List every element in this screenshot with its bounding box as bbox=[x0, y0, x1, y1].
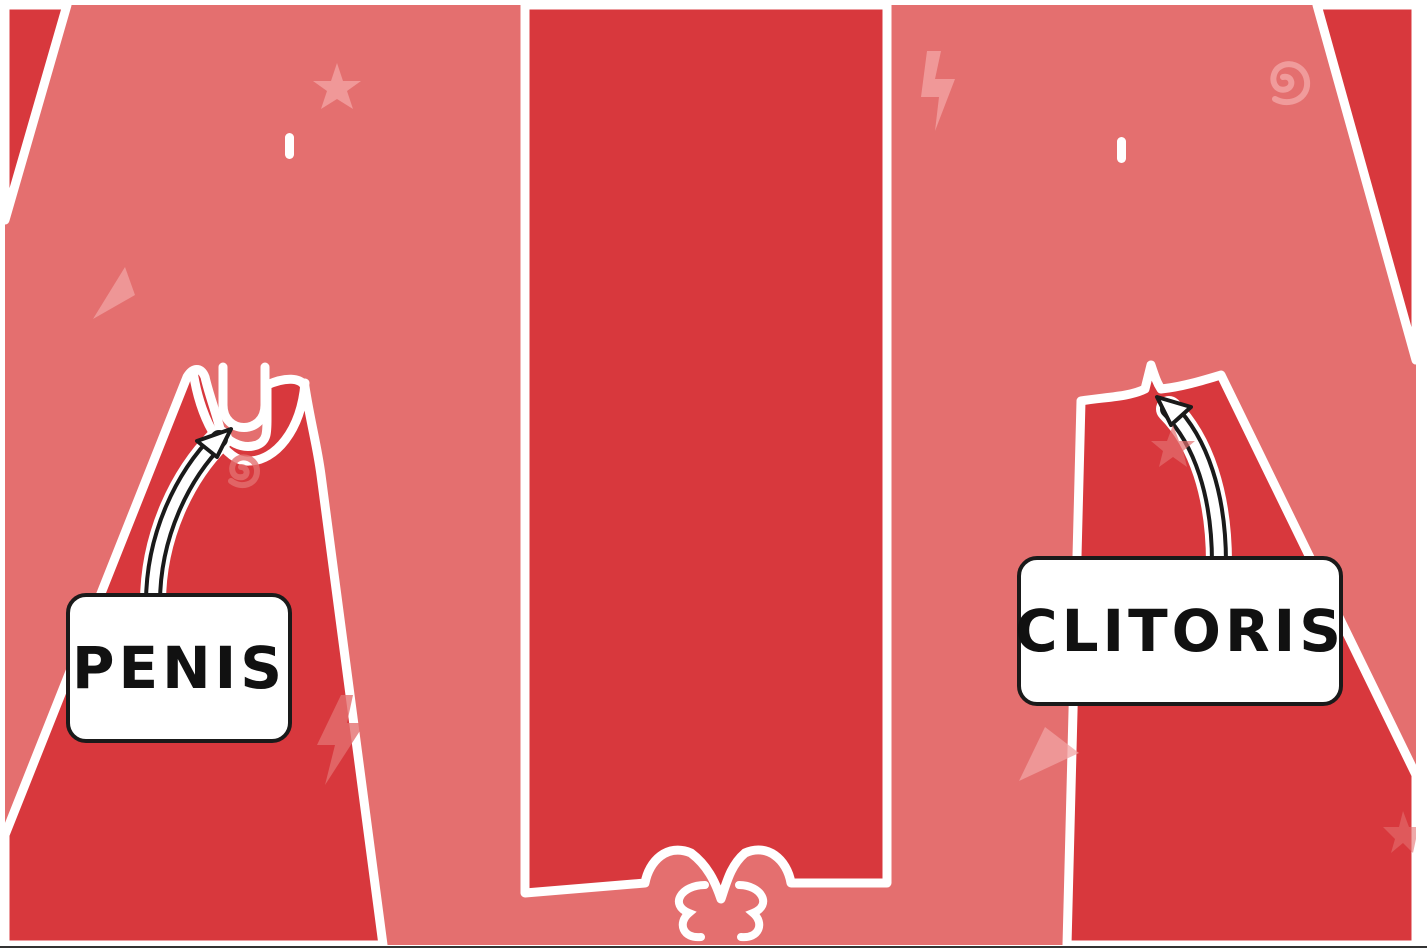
column-swirl-left bbox=[679, 885, 705, 937]
spiral-icon bbox=[1273, 64, 1307, 102]
star-icon bbox=[313, 63, 361, 109]
illustration-frame: PENIS CLITORIS bbox=[5, 5, 1416, 945]
glans-outline bbox=[223, 367, 265, 428]
penis-label: PENIS bbox=[66, 593, 292, 743]
bottom-divider bbox=[0, 946, 1427, 948]
column-swirl-right bbox=[739, 885, 763, 937]
right-edge-strip bbox=[1317, 5, 1416, 360]
dash-mark-right bbox=[1117, 137, 1126, 163]
lightning-icon bbox=[921, 51, 955, 131]
anatomy-illustration bbox=[5, 5, 1416, 945]
dash-mark-left bbox=[285, 133, 294, 159]
central-column bbox=[525, 5, 887, 899]
clitoris-label: CLITORIS bbox=[1017, 556, 1343, 706]
left-edge-strip bbox=[5, 5, 67, 220]
triangle-icon bbox=[93, 267, 135, 319]
